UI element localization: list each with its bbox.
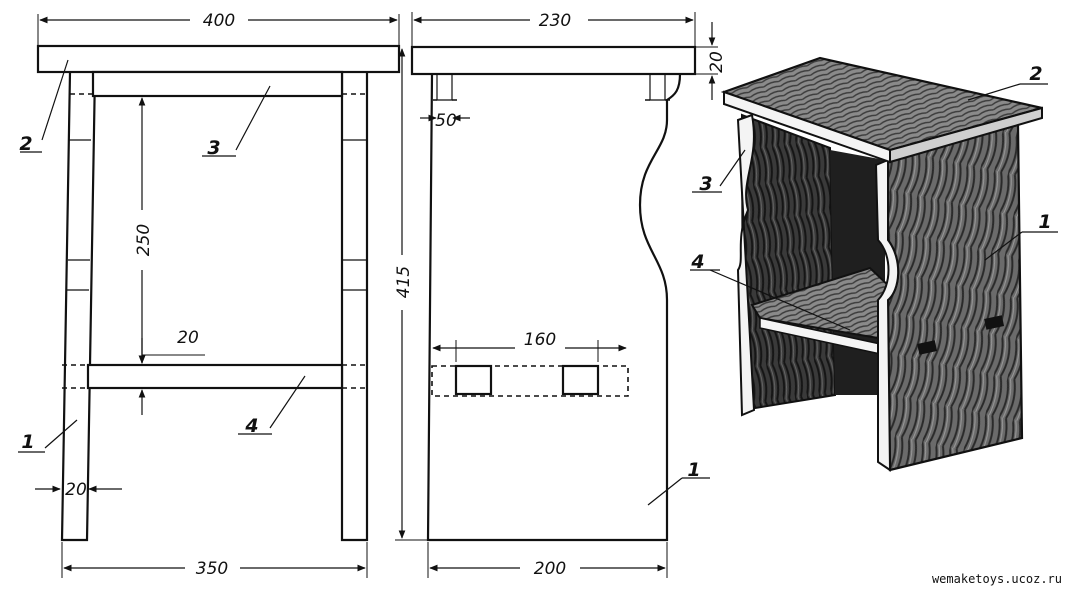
callout-persp-seat: 2 — [1029, 63, 1042, 85]
side-view: 230 20 415 50 160 200 1 — [394, 11, 727, 579]
persp-slot-1 — [917, 340, 938, 355]
callout-front-leg: 1 — [21, 431, 34, 453]
front-hidden-rail-ends — [62, 93, 367, 389]
dim-slot-span: 160 — [524, 330, 556, 350]
callout-persp-shelf: 4 — [690, 251, 704, 273]
side-top-tenons — [436, 74, 666, 101]
callout-front-shelf: 4 — [244, 415, 258, 437]
callout-side-leg: 1 — [687, 459, 700, 481]
persp-right-panel — [886, 123, 1024, 472]
persp-slot-2 — [984, 315, 1005, 330]
front-right-hidden-tenons — [342, 139, 367, 291]
dim-shelf-height: 250 — [134, 224, 154, 256]
side-panel — [426, 73, 682, 542]
dim-front-width-bottom: 350 — [196, 559, 228, 579]
callout-front-rail: 3 — [207, 137, 220, 159]
front-shelf — [86, 363, 344, 390]
dim-side-width-bottom: 200 — [534, 559, 566, 579]
dim-side-width-top: 230 — [539, 11, 571, 31]
perspective-view: 2 3 4 1 — [690, 56, 1058, 472]
side-slot-right — [561, 364, 600, 396]
front-right-leg — [340, 72, 369, 542]
callout-persp-leg: 1 — [1038, 211, 1051, 233]
callout-persp-rail: 3 — [699, 173, 712, 195]
dim-tenon-offset: 50 — [435, 111, 457, 131]
persp-left-panel — [740, 113, 837, 412]
side-shelf-housing — [431, 365, 629, 397]
dim-front-width-top: 400 — [203, 11, 235, 31]
front-seat-board — [36, 44, 401, 74]
front-left-leg — [60, 71, 97, 542]
dim-leg-thickness: 20 — [65, 480, 87, 500]
side-seat-board — [410, 45, 697, 76]
callout-front-seat: 2 — [19, 133, 32, 155]
site-credit: wemaketoys.ucoz.ru — [932, 572, 1062, 586]
dim-side-total-height: 415 — [394, 266, 414, 298]
front-top-rail — [91, 70, 344, 98]
dim-shelf-thickness: 20 — [177, 328, 199, 348]
front-view: 400 350 250 20 20 2 3 4 1 — [18, 11, 401, 579]
front-left-hidden-tenons — [67, 139, 91, 291]
side-slot-left — [454, 364, 493, 396]
dim-side-top-thickness: 20 — [707, 51, 727, 73]
